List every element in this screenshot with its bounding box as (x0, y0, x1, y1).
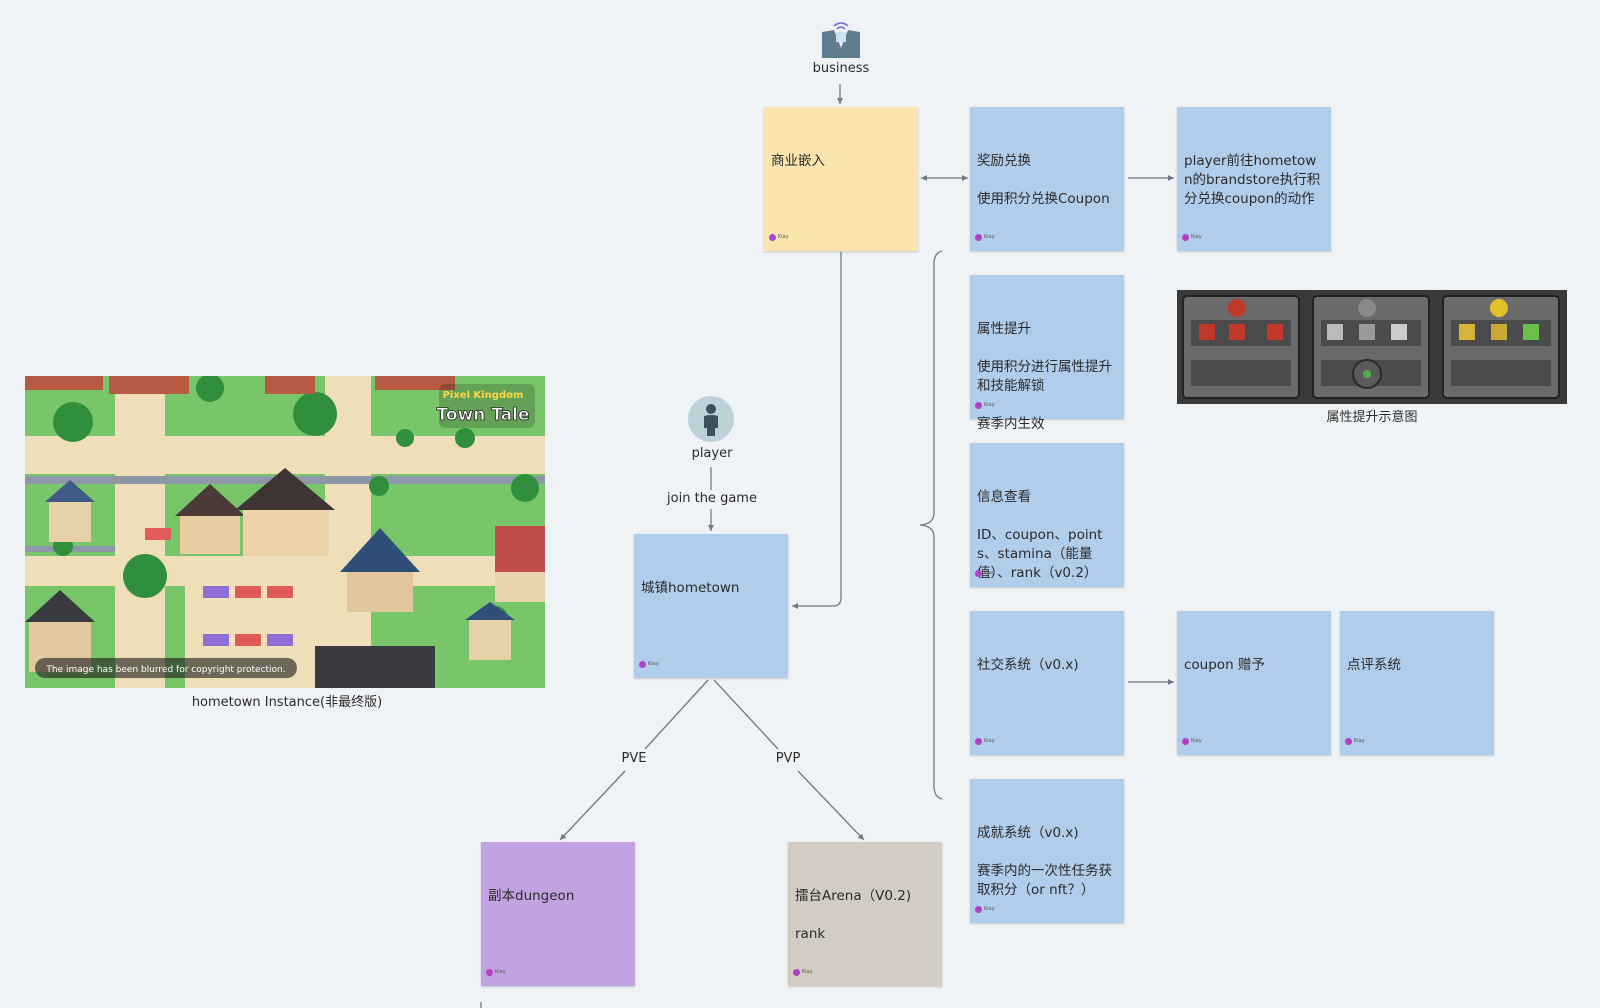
connector-hometown-pve[interactable] (644, 679, 709, 750)
note-author: Kiay (793, 963, 813, 982)
group-brace (919, 250, 943, 800)
note-author: Kiay (975, 732, 995, 751)
note-text: 商业嵌入 (771, 153, 825, 169)
note-text: 成就系统（v0.x) 赛季内的一次性任务获取积分（or nft？） (977, 825, 1112, 898)
note-author: Kiay (975, 228, 995, 247)
note-commerce[interactable]: 商业嵌入 Kiay (764, 107, 918, 251)
avatar (975, 402, 982, 409)
note-author: Kiay (1345, 732, 1365, 751)
note-author: Kiay (1182, 228, 1202, 247)
avatar (975, 738, 982, 745)
avatar (1345, 738, 1352, 745)
note-text: 擂台Arena（V0.2) rank (795, 888, 912, 942)
note-text: 奖励兑换 使用积分兑换Coupon (977, 153, 1110, 207)
note-text: 副本dungeon (488, 888, 575, 904)
business-icon (820, 18, 862, 64)
person-icon (688, 396, 734, 446)
join-game-label: join the game (667, 491, 757, 506)
note-text: coupon 赠予 (1184, 657, 1265, 673)
note-author: Kiay (975, 564, 995, 583)
connector-pvp-arena[interactable] (797, 770, 865, 841)
note-redeem-action[interactable]: player前往hometown的brandstore执行积分兑换coupon的… (1177, 107, 1331, 251)
note-social-system[interactable]: 社交系统（v0.x) Kiay (970, 611, 1124, 755)
player-label: player (691, 446, 733, 461)
note-author: Kiay (769, 228, 789, 247)
note-text: player前往hometown的brandstore执行积分兑换coupon的… (1184, 153, 1321, 207)
note-text: 属性提升 使用积分进行属性提升和技能解锁 赛季内生效 (977, 321, 1112, 432)
avatar (769, 234, 776, 241)
note-dungeon[interactable]: 副本dungeon Kiay (481, 842, 635, 986)
connector-hometown-pvp[interactable] (713, 679, 779, 750)
avatar (1182, 738, 1189, 745)
note-achievement-system[interactable]: 成就系统（v0.x) 赛季内的一次性任务获取积分（or nft？） Kiay (970, 779, 1124, 923)
map-badge-top: Pixel Kingdom (443, 390, 524, 401)
attribute-screenshot-image[interactable] (1177, 290, 1567, 404)
hometown-map-image[interactable]: Pixel Kingdom Town Tale The image has be… (25, 376, 545, 688)
avatar (486, 969, 493, 976)
note-review-system[interactable]: 点评系统 Kiay (1340, 611, 1494, 755)
note-text: 社交系统（v0.x) (977, 657, 1079, 673)
note-hometown[interactable]: 城镇hometown Kiay (634, 534, 788, 678)
note-coupon-gift[interactable]: coupon 赠予 Kiay (1177, 611, 1331, 755)
note-author: Kiay (486, 963, 506, 982)
note-arena[interactable]: 擂台Arena（V0.2) rank Kiay (788, 842, 942, 986)
connector-commerce-hometown[interactable] (792, 252, 842, 609)
attribute-screenshot-caption: 属性提升示意图 (1326, 410, 1418, 425)
note-author: Kiay (975, 396, 995, 415)
note-attribute-upgrade[interactable]: 属性提升 使用积分进行属性提升和技能解锁 赛季内生效 Kiay (970, 275, 1124, 432)
note-reward-exchange[interactable]: 奖励兑换 使用积分兑换Coupon Kiay (970, 107, 1124, 251)
avatar (975, 570, 982, 577)
note-author: Kiay (975, 900, 995, 919)
note-text: 城镇hometown (641, 580, 740, 596)
map-badge-title: Town Tale (437, 405, 530, 425)
avatar (975, 906, 982, 913)
note-author: Kiay (1182, 732, 1202, 751)
note-author: Kiay (639, 655, 659, 674)
pvp-label: PVP (775, 751, 801, 766)
note-info-view[interactable]: 信息查看 ID、coupon、points、stamina（能量值）、rank（… (970, 443, 1124, 587)
avatar (793, 969, 800, 976)
note-text: 信息查看 ID、coupon、points、stamina（能量值）、rank（… (977, 489, 1103, 581)
avatar (975, 234, 982, 241)
blur-notice: The image has been blurred for copyright… (45, 665, 285, 675)
hometown-map-caption: hometown Instance(非最终版) (191, 695, 383, 710)
connector-pve-dungeon[interactable] (559, 770, 626, 841)
note-text: 点评系统 (1347, 657, 1401, 673)
avatar (1182, 234, 1189, 241)
pve-label: PVE (621, 751, 647, 766)
avatar (639, 661, 646, 668)
business-label: business (812, 61, 870, 76)
